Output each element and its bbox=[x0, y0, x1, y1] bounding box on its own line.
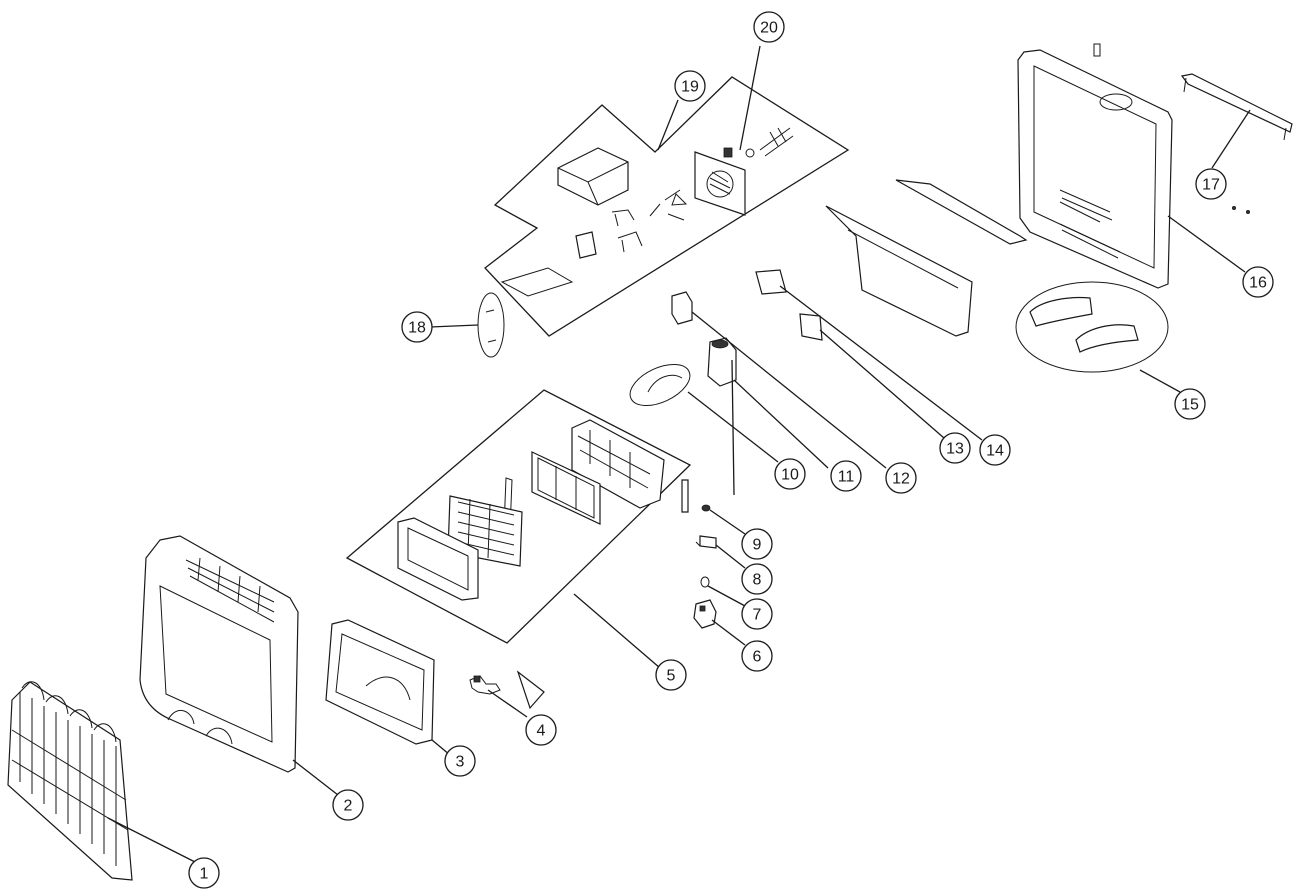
callout-label: 5 bbox=[667, 668, 676, 685]
part-10-tubing bbox=[629, 363, 691, 407]
callout-circle bbox=[774, 458, 806, 490]
part-12-igniter bbox=[671, 291, 693, 325]
callout-label: 19 bbox=[681, 79, 699, 96]
callout-6: 6 bbox=[741, 640, 773, 672]
part-7-ring bbox=[700, 576, 710, 588]
callout-15: 15 bbox=[1174, 388, 1206, 420]
callout-5: 5 bbox=[655, 659, 687, 691]
kit-19-parts bbox=[500, 127, 794, 297]
callout-10: 10 bbox=[774, 458, 806, 490]
callout-label: 14 bbox=[986, 443, 1004, 460]
callout-3: 3 bbox=[444, 745, 476, 777]
callout-circle bbox=[741, 528, 773, 560]
callout-label: 17 bbox=[1202, 177, 1220, 194]
part-18-small-parts bbox=[477, 292, 505, 358]
callout-circle bbox=[1242, 266, 1274, 298]
callout-13: 13 bbox=[939, 432, 971, 464]
callout-circle bbox=[401, 311, 433, 343]
callout-16: 16 bbox=[1242, 266, 1274, 298]
callout-label: 6 bbox=[753, 649, 762, 666]
callout-11: 11 bbox=[830, 460, 862, 492]
callout-circle bbox=[753, 11, 785, 43]
callout-circle bbox=[741, 640, 773, 672]
callout-circle bbox=[939, 432, 971, 464]
callout-label: 3 bbox=[456, 754, 465, 771]
callout-circle bbox=[655, 659, 687, 691]
callout-label: 15 bbox=[1181, 397, 1199, 414]
kit-5-outline bbox=[345, 389, 692, 644]
callout-18: 18 bbox=[401, 311, 433, 343]
callout-12: 12 bbox=[885, 462, 917, 494]
callout-label: 4 bbox=[537, 723, 546, 740]
heat-shield-plates bbox=[825, 179, 1028, 337]
callout-17: 17 bbox=[1195, 168, 1227, 200]
callout-8: 8 bbox=[741, 563, 773, 595]
callout-circle bbox=[979, 434, 1011, 466]
part-6-valve-body bbox=[693, 599, 717, 629]
part-16-cabinet-back bbox=[1017, 43, 1173, 289]
callout-circle bbox=[444, 745, 476, 777]
callout-9: 9 bbox=[741, 528, 773, 560]
part-2-front-panel bbox=[139, 535, 299, 773]
leader-lines bbox=[107, 45, 1251, 863]
callout-label: 10 bbox=[781, 467, 799, 484]
callout-4: 4 bbox=[525, 714, 557, 746]
callout-7: 7 bbox=[741, 598, 773, 630]
part-8-clip bbox=[695, 535, 717, 549]
part-4-fitting bbox=[469, 675, 501, 695]
callout-circle bbox=[188, 857, 220, 889]
callout-label: 1 bbox=[200, 866, 209, 883]
callout-label: 16 bbox=[1249, 275, 1267, 292]
callout-label: 12 bbox=[892, 471, 910, 488]
callout-1: 1 bbox=[188, 857, 220, 889]
callout-circle bbox=[885, 462, 917, 494]
part-11-gas-valve bbox=[707, 337, 737, 496]
part-1-grille bbox=[7, 681, 133, 881]
callout-2: 2 bbox=[332, 789, 364, 821]
thermocouple-rod bbox=[681, 479, 689, 513]
callout-circle bbox=[741, 563, 773, 595]
callout-label: 20 bbox=[760, 20, 778, 37]
part-15-feet bbox=[1015, 281, 1169, 373]
callout-19: 19 bbox=[674, 70, 706, 102]
callout-label: 18 bbox=[408, 320, 426, 337]
callout-20: 20 bbox=[753, 11, 785, 43]
part-13-bracket bbox=[799, 313, 823, 341]
callout-circle bbox=[741, 598, 773, 630]
callout-circle bbox=[674, 70, 706, 102]
callout-14: 14 bbox=[979, 434, 1011, 466]
part-17-bracket bbox=[1180, 73, 1293, 214]
callout-label: 9 bbox=[753, 537, 762, 554]
callout-circle bbox=[1174, 388, 1206, 420]
callout-label: 13 bbox=[946, 441, 964, 458]
callout-circle bbox=[332, 789, 364, 821]
callout-circle bbox=[830, 460, 862, 492]
bracket-small bbox=[516, 670, 545, 710]
part-3-frame bbox=[325, 619, 435, 745]
part-14-bracket bbox=[755, 269, 787, 295]
kit-5-parts bbox=[397, 419, 665, 601]
callout-circle bbox=[525, 714, 557, 746]
callout-circle bbox=[1195, 168, 1227, 200]
callout-label: 7 bbox=[753, 607, 762, 624]
callout-label: 2 bbox=[344, 798, 353, 815]
kit-19-outline bbox=[484, 76, 850, 337]
callout-label: 11 bbox=[838, 469, 855, 486]
callout-label: 8 bbox=[753, 572, 762, 589]
part-9-nut bbox=[701, 504, 711, 512]
